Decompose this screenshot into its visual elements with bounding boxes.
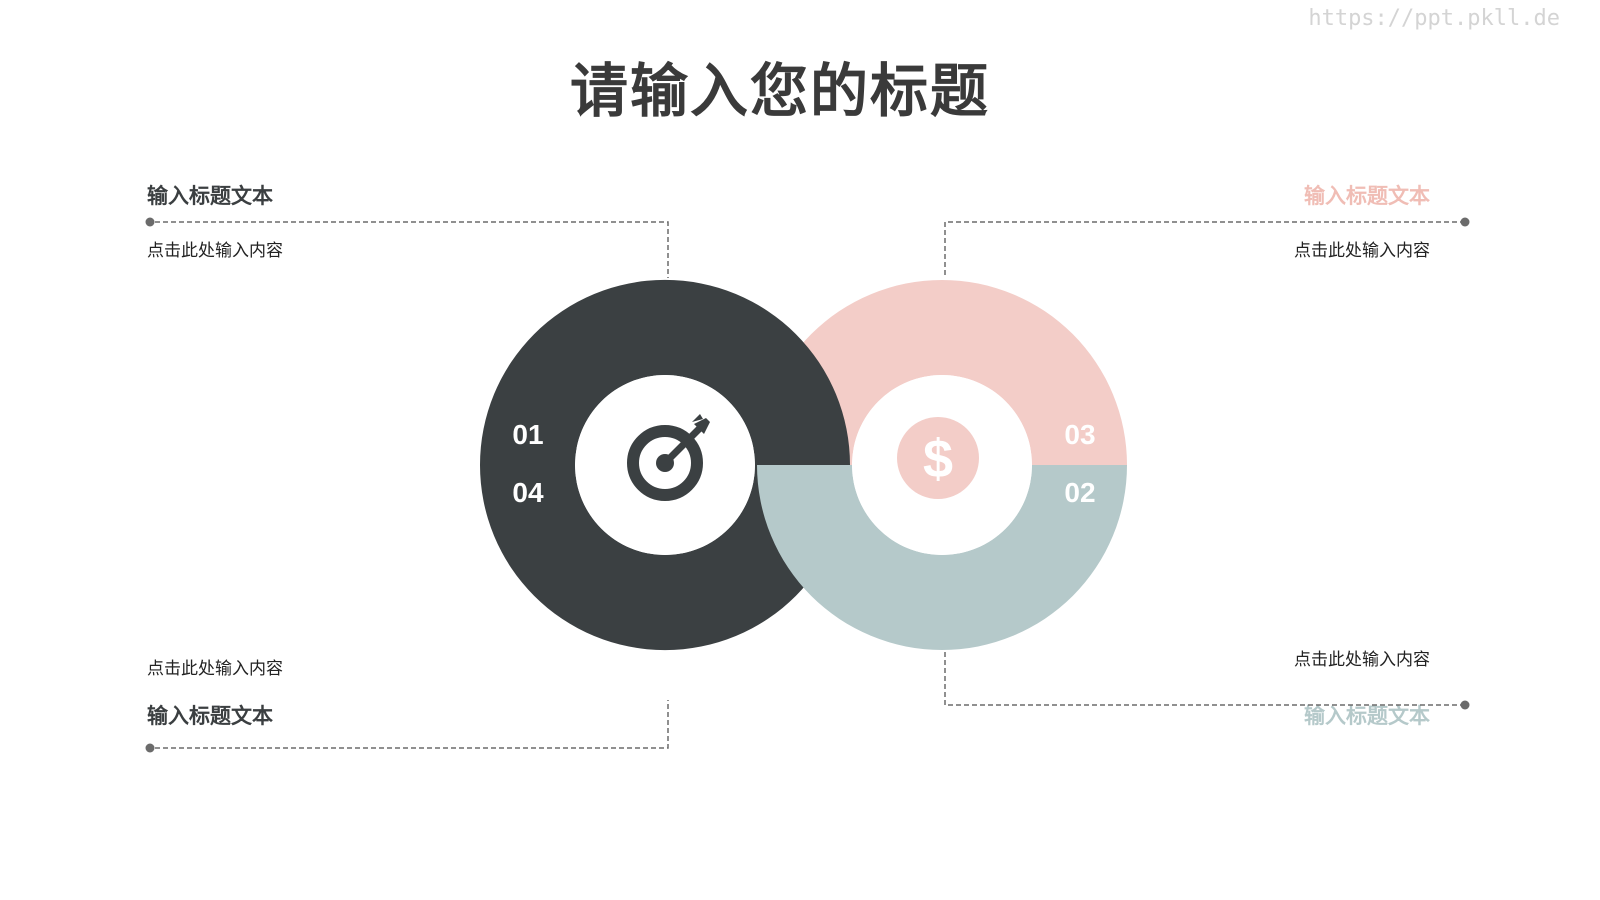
dot-bottom-left bbox=[145, 743, 155, 753]
ring-segment-03 bbox=[757, 280, 1127, 465]
bottom-right-body: 点击此处输入内容 bbox=[1294, 650, 1430, 670]
segment-03-label: 03 bbox=[1064, 419, 1095, 450]
dot-top-left bbox=[145, 217, 155, 227]
connector-lines bbox=[147, 221, 1465, 749]
dollar-icon: $ bbox=[897, 417, 979, 499]
connector-top-right bbox=[944, 221, 1465, 278]
connector-bottom-left bbox=[147, 700, 669, 749]
svg-text:$: $ bbox=[923, 429, 953, 489]
watermark: https://ppt.pkll.de bbox=[1308, 6, 1560, 31]
bottom-left-title: 输入标题文本 bbox=[147, 704, 273, 728]
segment-01-label: 01 bbox=[512, 419, 543, 450]
connector-dots bbox=[145, 217, 1470, 753]
connector-top-left bbox=[147, 221, 669, 278]
ring-segment-02 bbox=[757, 465, 1127, 650]
connector-bottom-right bbox=[944, 652, 1465, 706]
top-left-body: 点击此处输入内容 bbox=[147, 241, 283, 261]
target-arrow-icon bbox=[627, 414, 710, 501]
segment-02-label: 02 bbox=[1064, 477, 1095, 508]
bottom-left-body: 点击此处输入内容 bbox=[147, 659, 283, 679]
dot-top-right bbox=[1460, 217, 1470, 227]
bottom-right-title: 输入标题文本 bbox=[1304, 704, 1430, 728]
dot-bottom-right bbox=[1460, 700, 1470, 710]
top-right-title: 输入标题文本 bbox=[1304, 184, 1430, 208]
top-left-title: 输入标题文本 bbox=[147, 184, 273, 208]
page-title: 请输入您的标题 bbox=[569, 57, 990, 125]
top-right-body: 点击此处输入内容 bbox=[1294, 241, 1430, 261]
ring-segment-01-04 bbox=[479, 279, 850, 651]
segment-04-label: 04 bbox=[512, 477, 544, 508]
